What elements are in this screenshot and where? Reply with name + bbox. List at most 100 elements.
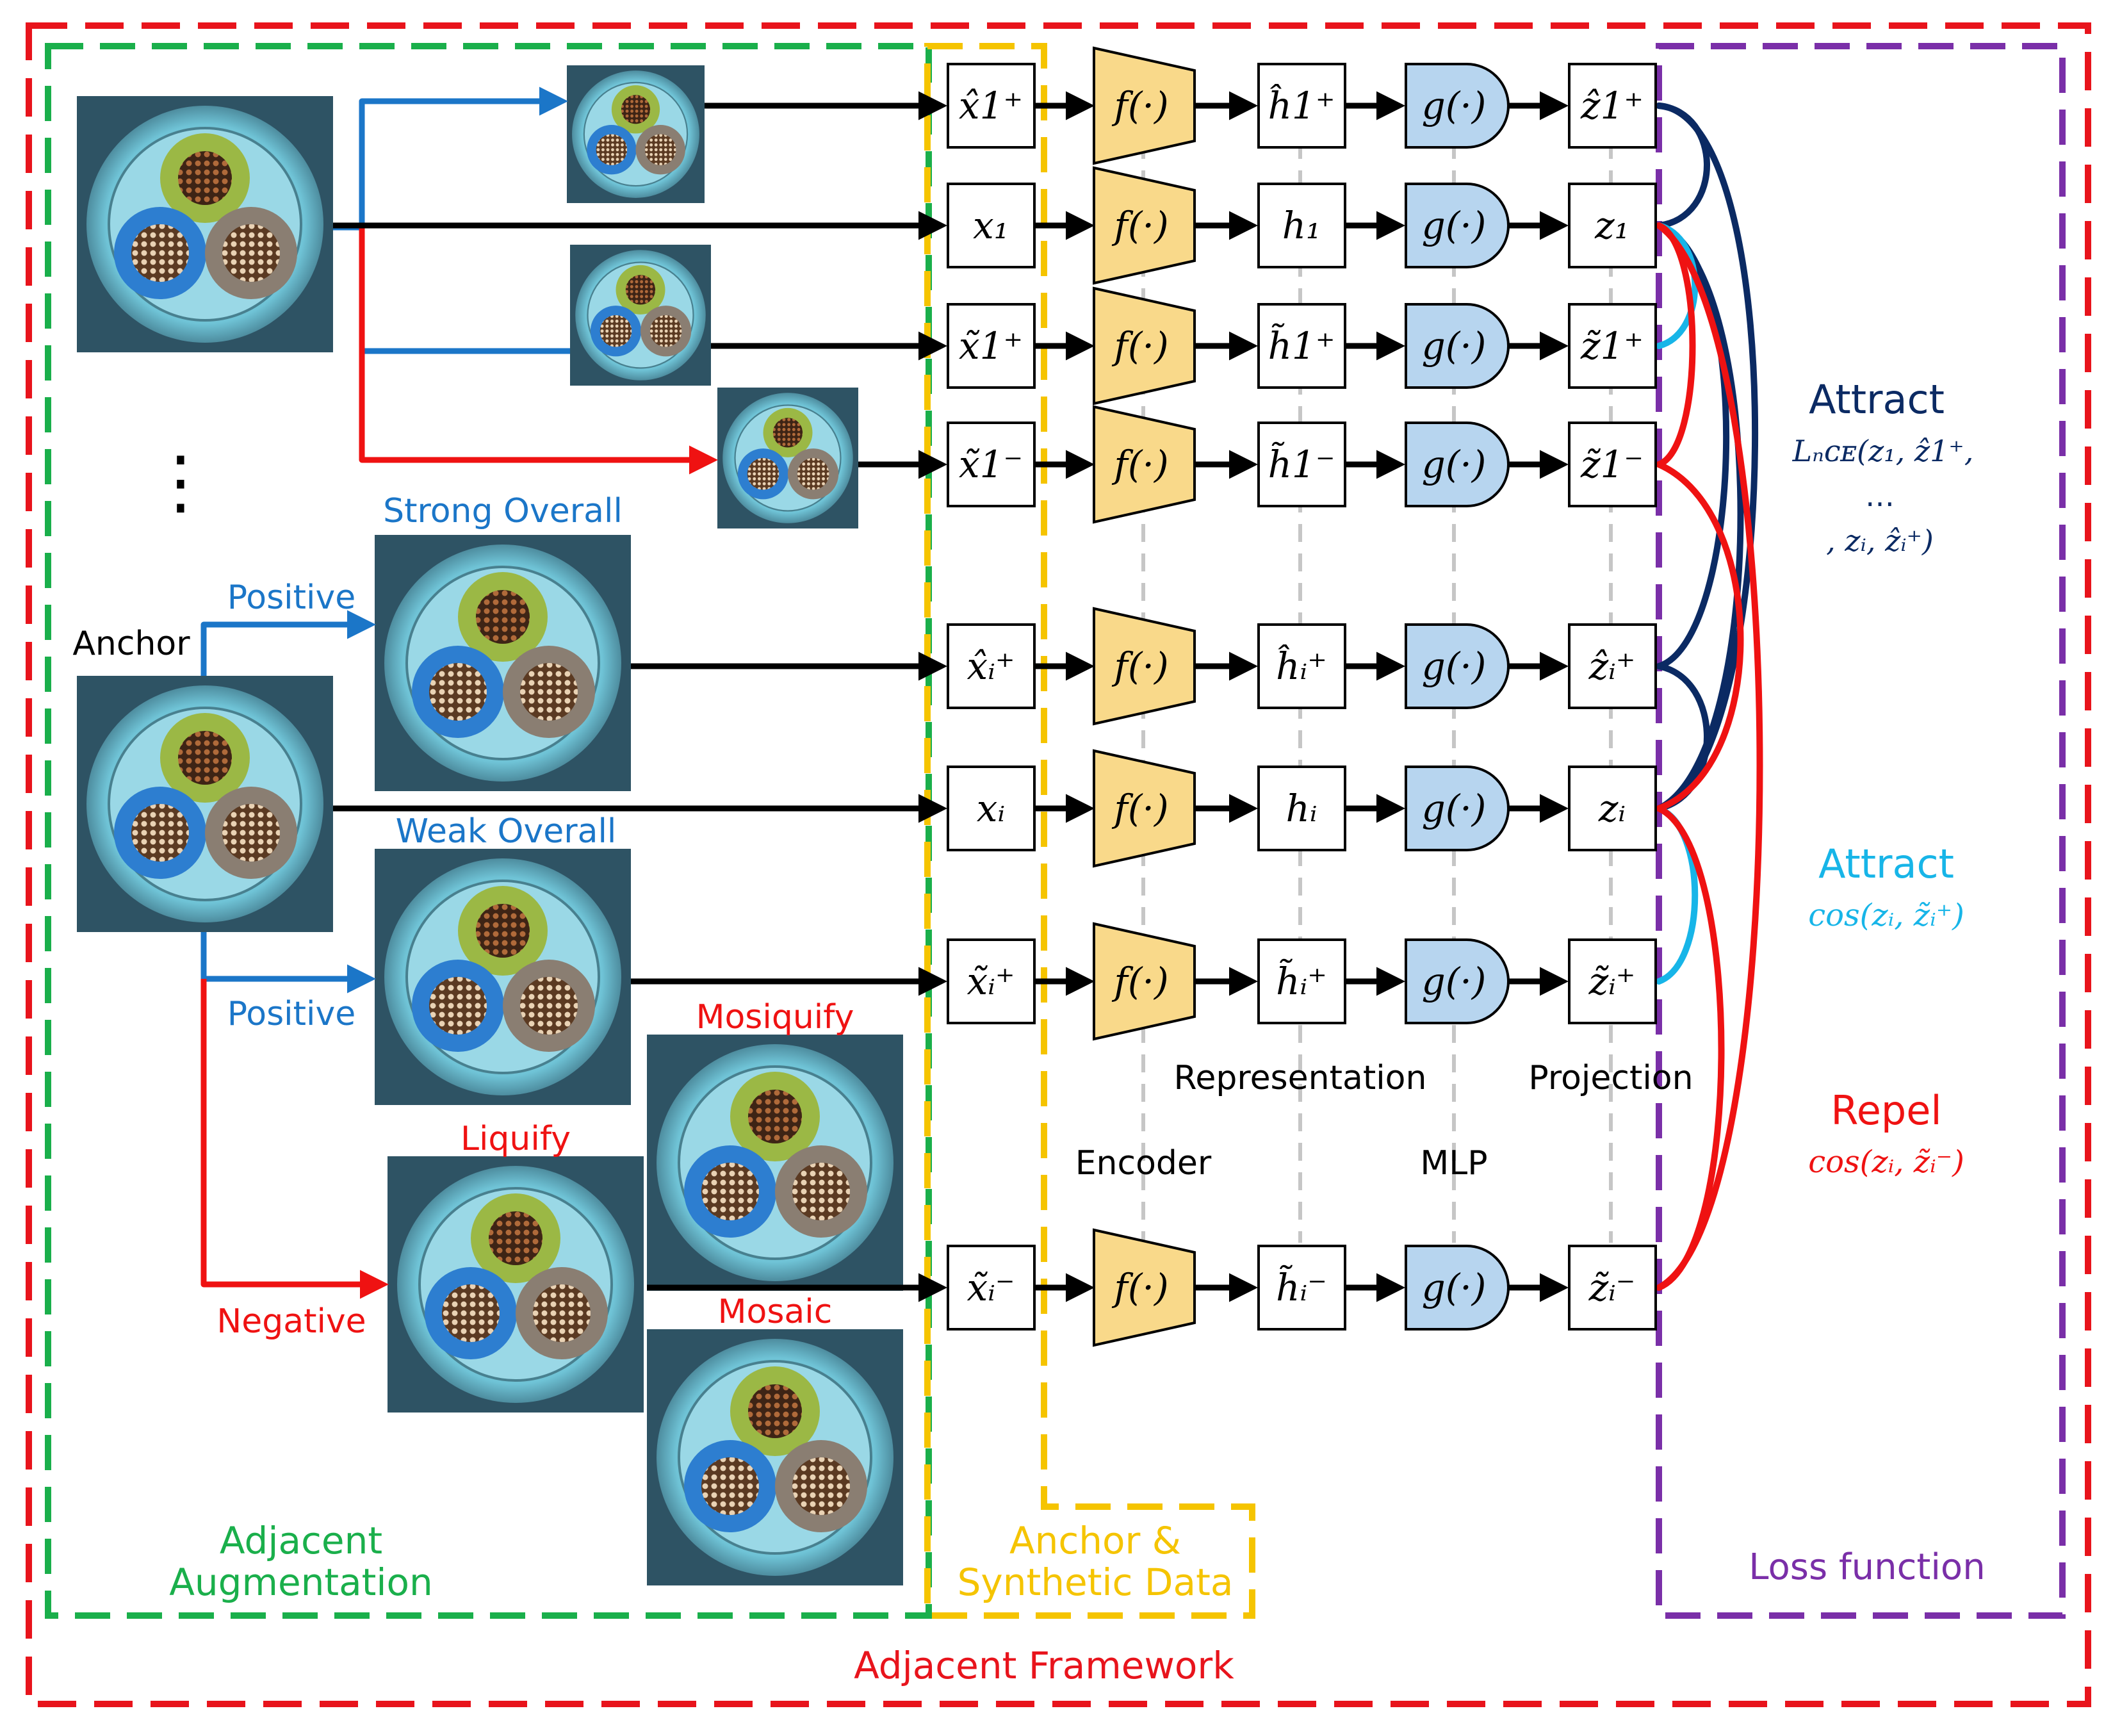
- mlp-label: MLP: [1420, 1144, 1487, 1183]
- encoder-block: [1093, 1228, 1196, 1347]
- loss-connections: [1656, 102, 1763, 1291]
- input-box: [947, 1245, 1036, 1331]
- encoder-block: [1093, 286, 1196, 405]
- representation-box: [1257, 183, 1346, 268]
- mlp-block: [1405, 938, 1510, 1024]
- input-symbol: x̂1⁺: [959, 84, 1023, 127]
- projection-symbol: z̃1⁻: [1580, 443, 1644, 486]
- liquify-label: Liquify: [461, 1120, 571, 1158]
- input-box: [947, 938, 1036, 1024]
- ellipsis: ⋮: [145, 441, 216, 523]
- attract-curve-5: [1656, 222, 1744, 812]
- projection-box: [1568, 623, 1657, 709]
- attract-formula-1b: …: [1865, 479, 1895, 513]
- input-symbol: xᵢ: [977, 787, 1005, 830]
- mlp-block: [1405, 422, 1510, 507]
- representation-symbol: h̃ᵢ⁺: [1276, 958, 1327, 1003]
- representation-label: Representation: [1174, 1059, 1427, 1097]
- top-positive-strong-arrow: [333, 86, 568, 231]
- attract-formula-1a: Lₙᴄᴇ(z₁, ẑ1⁺,: [1792, 434, 1974, 468]
- encoder-block: [1093, 46, 1196, 165]
- repel-curve-4: [1656, 805, 1725, 1291]
- projection-box: [1568, 422, 1657, 507]
- encoder-block: [1093, 166, 1196, 285]
- aug-image-weak-top: [570, 245, 711, 386]
- projection-box: [1568, 63, 1657, 149]
- encoder-symbol: f(·): [1111, 1266, 1168, 1309]
- aug-image-strong-top: [567, 65, 705, 203]
- augmentation-title-line2: Augmentation: [169, 1560, 433, 1604]
- representation-box: [1257, 938, 1346, 1024]
- encoder-symbol: f(·): [1111, 324, 1168, 368]
- input-symbol: x₁: [973, 204, 1009, 247]
- encoder-block: [1093, 749, 1196, 868]
- representation-symbol: hᵢ: [1285, 787, 1317, 830]
- encoder-symbol: f(·): [1111, 960, 1168, 1003]
- repel-formula: cos(zᵢ, z̃ᵢ⁻): [1808, 1144, 1964, 1180]
- projection-label: Projection: [1528, 1059, 1693, 1097]
- loss-function-frame: [1656, 43, 2066, 1619]
- representation-symbol: h̃ᵢ⁻: [1276, 1264, 1327, 1309]
- positive-top-label: Positive: [227, 578, 355, 617]
- projection-symbol: z̃1⁺: [1580, 324, 1644, 368]
- representation-box: [1257, 1245, 1346, 1331]
- positive-weak-arrow: [200, 932, 376, 994]
- projection-symbol: ẑ1⁺: [1580, 84, 1644, 127]
- anchor-augmentation-arrows: [200, 610, 389, 1299]
- projection-box: [1568, 938, 1657, 1024]
- representation-symbol: h̃1⁺: [1268, 322, 1335, 368]
- mlp-block: [1405, 303, 1510, 389]
- encoder-symbol: f(·): [1111, 443, 1168, 486]
- representation-symbol: h̃1⁻: [1268, 441, 1335, 486]
- repel-curve-2: [1656, 461, 1744, 812]
- repel-title: Repel: [1831, 1087, 1941, 1134]
- augmentation-frame: [45, 43, 932, 1619]
- synthetic-title-line1: Anchor &: [1009, 1519, 1181, 1562]
- mlp-block: [1405, 63, 1510, 149]
- projection-symbol: z₁: [1594, 204, 1629, 247]
- negative-arrow: [200, 979, 389, 1299]
- encoder-symbol: f(·): [1111, 787, 1168, 830]
- representation-symbol: ĥ1⁺: [1268, 84, 1335, 127]
- attract-formula-1c: , zᵢ, ẑᵢ⁺): [1826, 523, 1934, 558]
- top-negative-arrow: [359, 227, 718, 475]
- attract-formula-2: cos(zᵢ, z̃ᵢ⁺): [1808, 897, 1964, 933]
- mlp-symbol: g(·): [1422, 443, 1487, 486]
- projection-box: [1568, 1245, 1657, 1331]
- anchor-image: [77, 676, 333, 932]
- weak-overall-label: Weak Overall: [396, 812, 617, 851]
- mosaic-label: Mosaic: [718, 1293, 833, 1331]
- projection-symbol: z̃ᵢ⁻: [1588, 1266, 1636, 1309]
- input-symbol: x̃ᵢ⁻: [967, 1266, 1015, 1309]
- mlp-block: [1405, 183, 1510, 268]
- positive-strong-arrow: [200, 610, 376, 676]
- mosaic-image: [647, 1329, 903, 1585]
- representation-box: [1257, 422, 1346, 507]
- projection-symbol: z̃ᵢ⁺: [1588, 960, 1636, 1003]
- anchor-label: Anchor: [72, 625, 190, 663]
- projection-box: [1568, 766, 1657, 851]
- attract-title-1: Attract: [1809, 376, 1945, 423]
- weak-overall-image: [375, 849, 631, 1105]
- input-box: [947, 303, 1036, 389]
- anchor-image-top: [77, 96, 333, 352]
- input-symbol: x̂ᵢ⁺: [967, 644, 1015, 688]
- encoder-block: [1093, 405, 1196, 524]
- projection-symbol: zᵢ: [1598, 787, 1626, 830]
- mlp-symbol: g(·): [1422, 204, 1487, 247]
- positive-bottom-label: Positive: [227, 995, 355, 1033]
- input-symbol: x̃1⁻: [959, 443, 1023, 486]
- encoder-symbol: f(·): [1111, 204, 1168, 247]
- strong-overall-image: [375, 535, 631, 791]
- encoder-symbol: f(·): [1111, 84, 1168, 127]
- projection-symbol: ẑᵢ⁺: [1588, 644, 1636, 688]
- mosiquify-label: Mosiquify: [696, 998, 854, 1036]
- liquify-image: [388, 1156, 644, 1413]
- input-symbol: x̃1⁺: [959, 324, 1023, 368]
- projection-box: [1568, 303, 1657, 389]
- encoder-symbol: f(·): [1111, 644, 1168, 688]
- mlp-block: [1405, 623, 1510, 709]
- encoder-block: [1093, 922, 1196, 1041]
